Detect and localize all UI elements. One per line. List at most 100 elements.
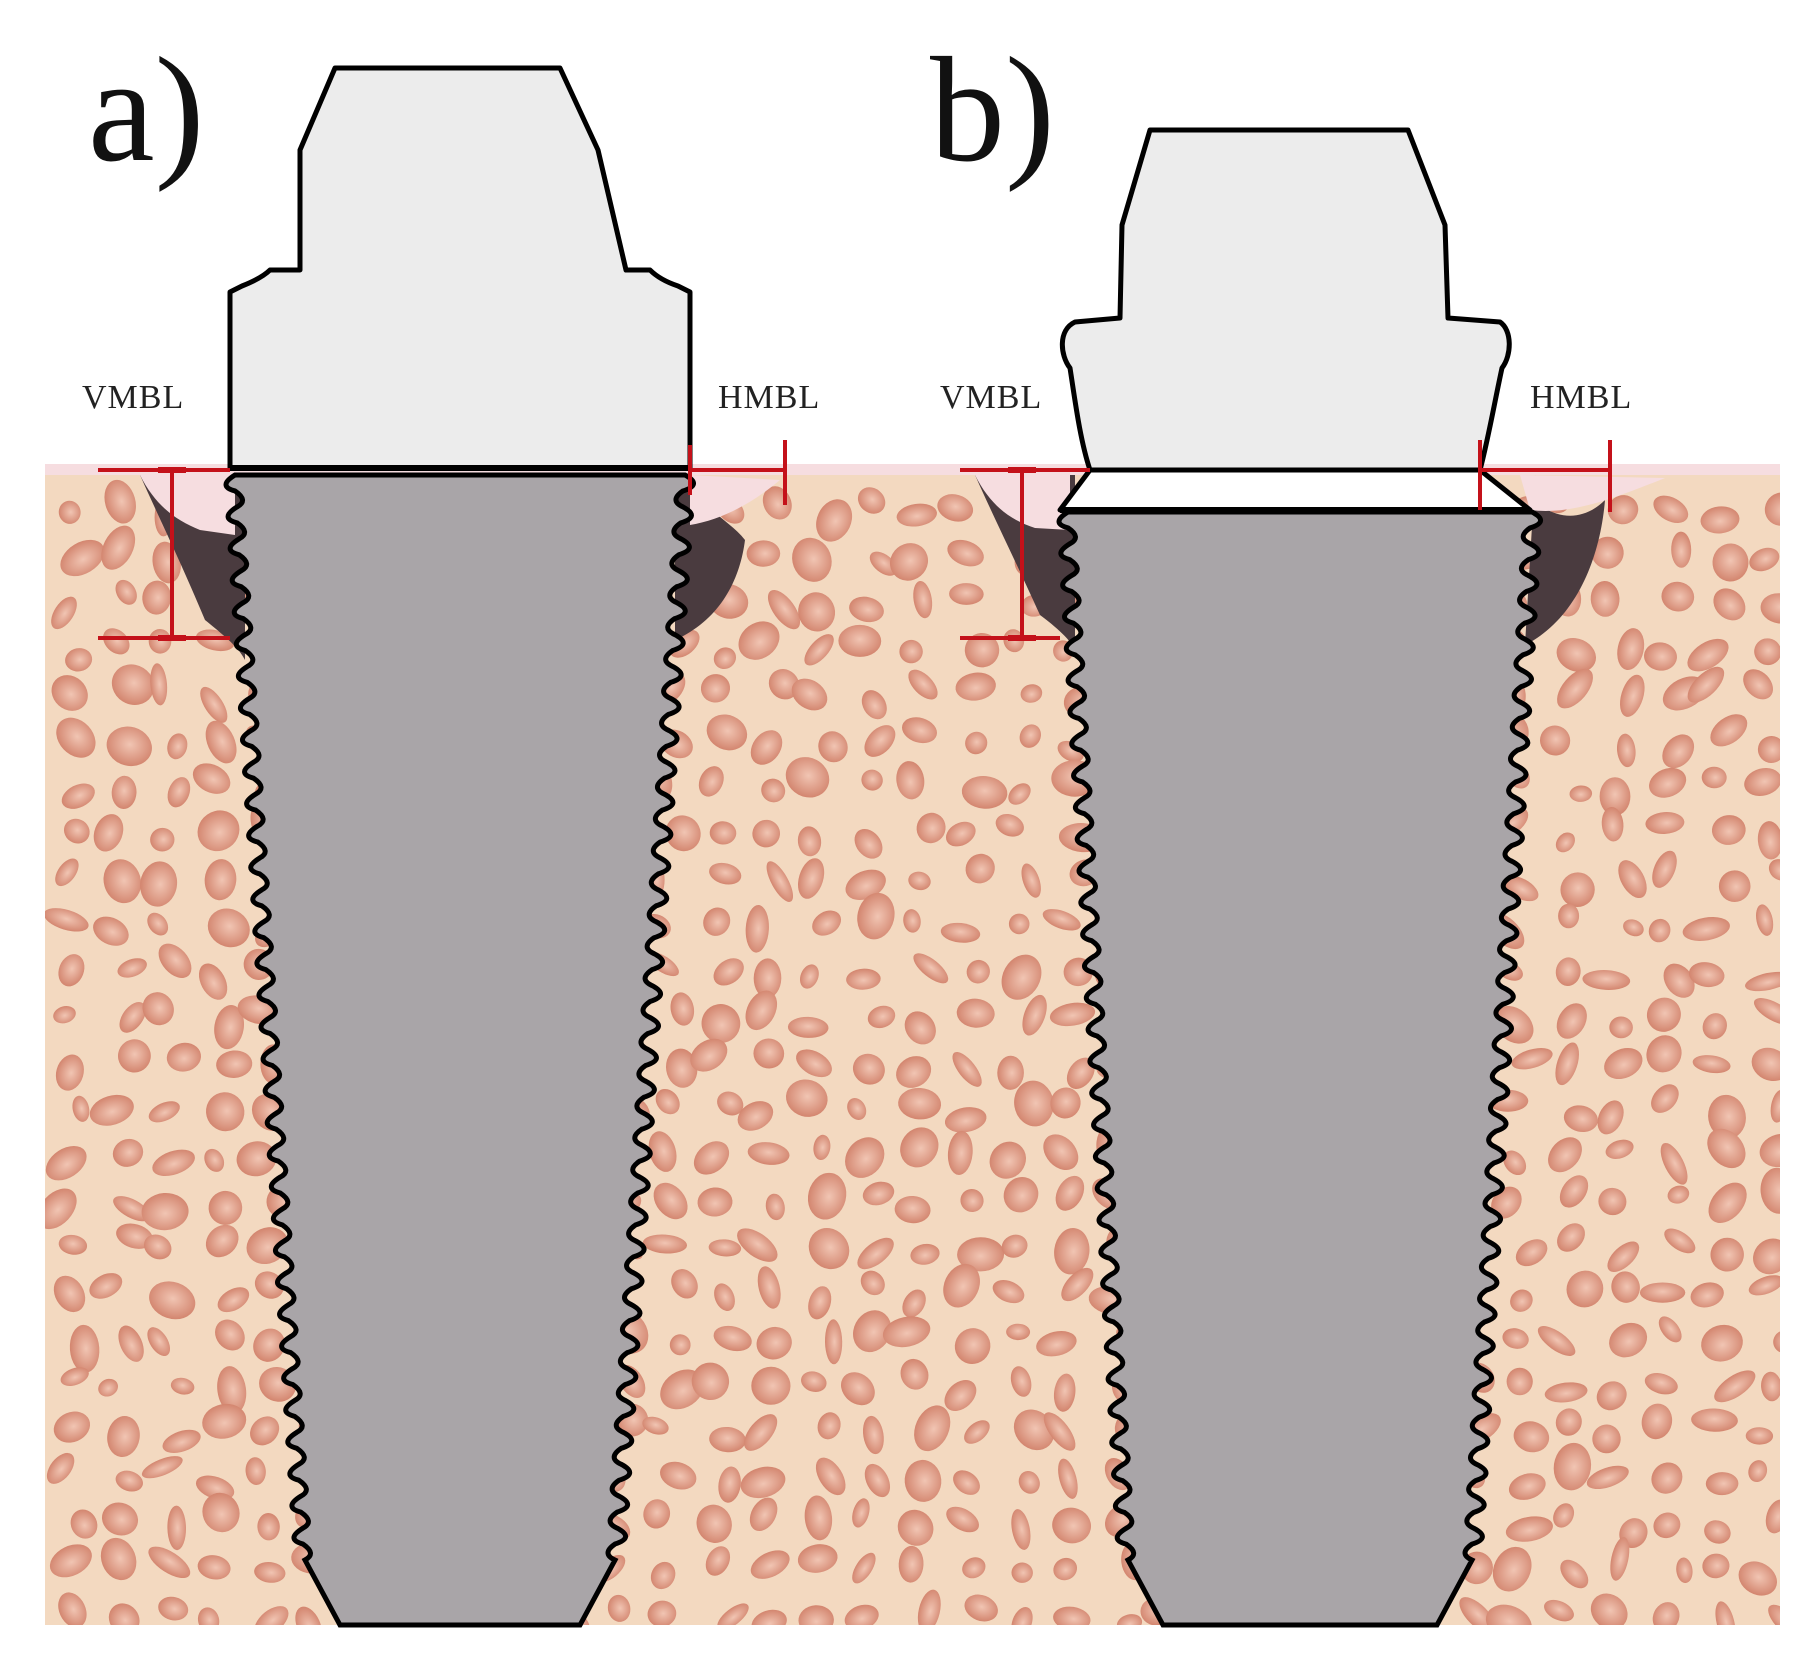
soft-tissue-pocket-right-a [690,475,780,525]
bone-pore [898,1087,942,1120]
bone-pore [864,725,896,757]
bone-pore [214,1005,245,1050]
bone-pore [717,1603,749,1625]
bone-pore [107,1415,140,1458]
bone-pore [989,1141,1026,1179]
bone-pore [1011,1607,1033,1625]
bone-pore [765,1193,785,1221]
bone-pore [714,1283,735,1312]
bone-pore [903,909,921,933]
bone-pore [1036,1331,1077,1357]
bone-pore [804,1495,833,1541]
bone-pore [93,814,124,852]
bone-pore [1544,1599,1574,1622]
bone-pore [713,1325,752,1352]
bone-pore [1760,593,1780,624]
bone-pore [824,1319,843,1365]
bone-pore [217,1287,250,1313]
bone-pore [796,1049,832,1078]
bone-pore [1713,588,1746,621]
bone-pore [1008,913,1030,935]
bone-pore [1738,1561,1778,1596]
bone-pore [1645,812,1685,834]
bone-pore [1492,1546,1532,1592]
bone-pore [236,1141,277,1177]
bone-pore [953,1470,980,1495]
bone-pore [295,1606,322,1625]
bone-pore [798,592,836,632]
bone-pore [995,813,1024,837]
bone-pore [897,1509,934,1546]
bone-pore [1601,806,1624,842]
bone-pore [816,499,853,542]
bone-pore [1555,832,1575,853]
bone-pore [1748,1460,1768,1483]
bone-pore [1548,1137,1582,1173]
bone-pore [766,861,794,902]
bone-pore [1760,1167,1780,1214]
bone-pore [947,539,984,567]
bone-pore [857,487,886,514]
bone-pore [1018,1471,1040,1494]
bone-pore [101,1502,139,1536]
bone-pore [744,1414,778,1451]
panel-label-a: a) [88,27,205,193]
bone-pore [791,678,828,711]
bone-pore [1641,1403,1673,1440]
bone-pore [913,580,933,619]
bone-pore [58,500,81,524]
bone-pore [902,1289,926,1318]
bone-pore [1671,531,1692,568]
bone-pore [1714,1370,1756,1403]
bone-pore [1598,1187,1627,1216]
bone-pore [1757,736,1780,763]
bone-pore [245,1457,266,1485]
bone-pore [665,815,701,852]
bone-pore [170,1377,195,1395]
bone-pore [197,810,240,852]
bone-pore [1705,1472,1739,1496]
bone-pore [1662,734,1695,769]
bone-pore [804,634,834,666]
bone-pore [1702,1553,1730,1579]
bone-pore [1055,1175,1085,1211]
bone-pore [1754,638,1780,666]
bone-pore [1764,492,1780,526]
bone-pore [1515,1239,1548,1267]
bone-pore [785,1079,828,1117]
bone-pore [167,1505,187,1551]
bone-pore [1609,1322,1648,1358]
bone-pore [148,1546,191,1579]
bone-pore [1676,1557,1693,1584]
bone-pore [900,1127,939,1168]
bone-pore [1586,1465,1629,1490]
bone-pore [192,763,231,794]
bone-pore [60,1367,89,1386]
bone-pore [1116,1614,1143,1625]
bone-pore [693,1141,730,1175]
bone-pore [752,819,781,848]
soft-tissue-pocket-right-b [1520,475,1665,511]
bone-pore [1553,1442,1592,1491]
bone-pore [104,479,136,524]
bone-pore [817,1412,841,1440]
bone-pore [898,1545,924,1583]
bone-pore [1506,1367,1533,1396]
bone-pore [89,1273,123,1299]
bone-pore [690,1038,728,1072]
bone-pore [847,1098,867,1120]
panel-label-b: b) [930,27,1055,193]
bone-pore [149,1281,196,1320]
bone-pore [167,733,188,760]
vmbl-label-a: VMBL [82,379,184,416]
bone-pore [1651,1462,1683,1494]
bone-loss-right-b [1525,475,1605,645]
bone-pore [947,1130,973,1175]
bone-pore [709,821,737,845]
bone-pore [1557,668,1593,709]
bone-pore [1502,1328,1529,1349]
bone-pore [1020,684,1043,703]
bone-pore [896,503,937,527]
bone-pore [737,1101,774,1131]
bone-pore [1616,733,1636,768]
